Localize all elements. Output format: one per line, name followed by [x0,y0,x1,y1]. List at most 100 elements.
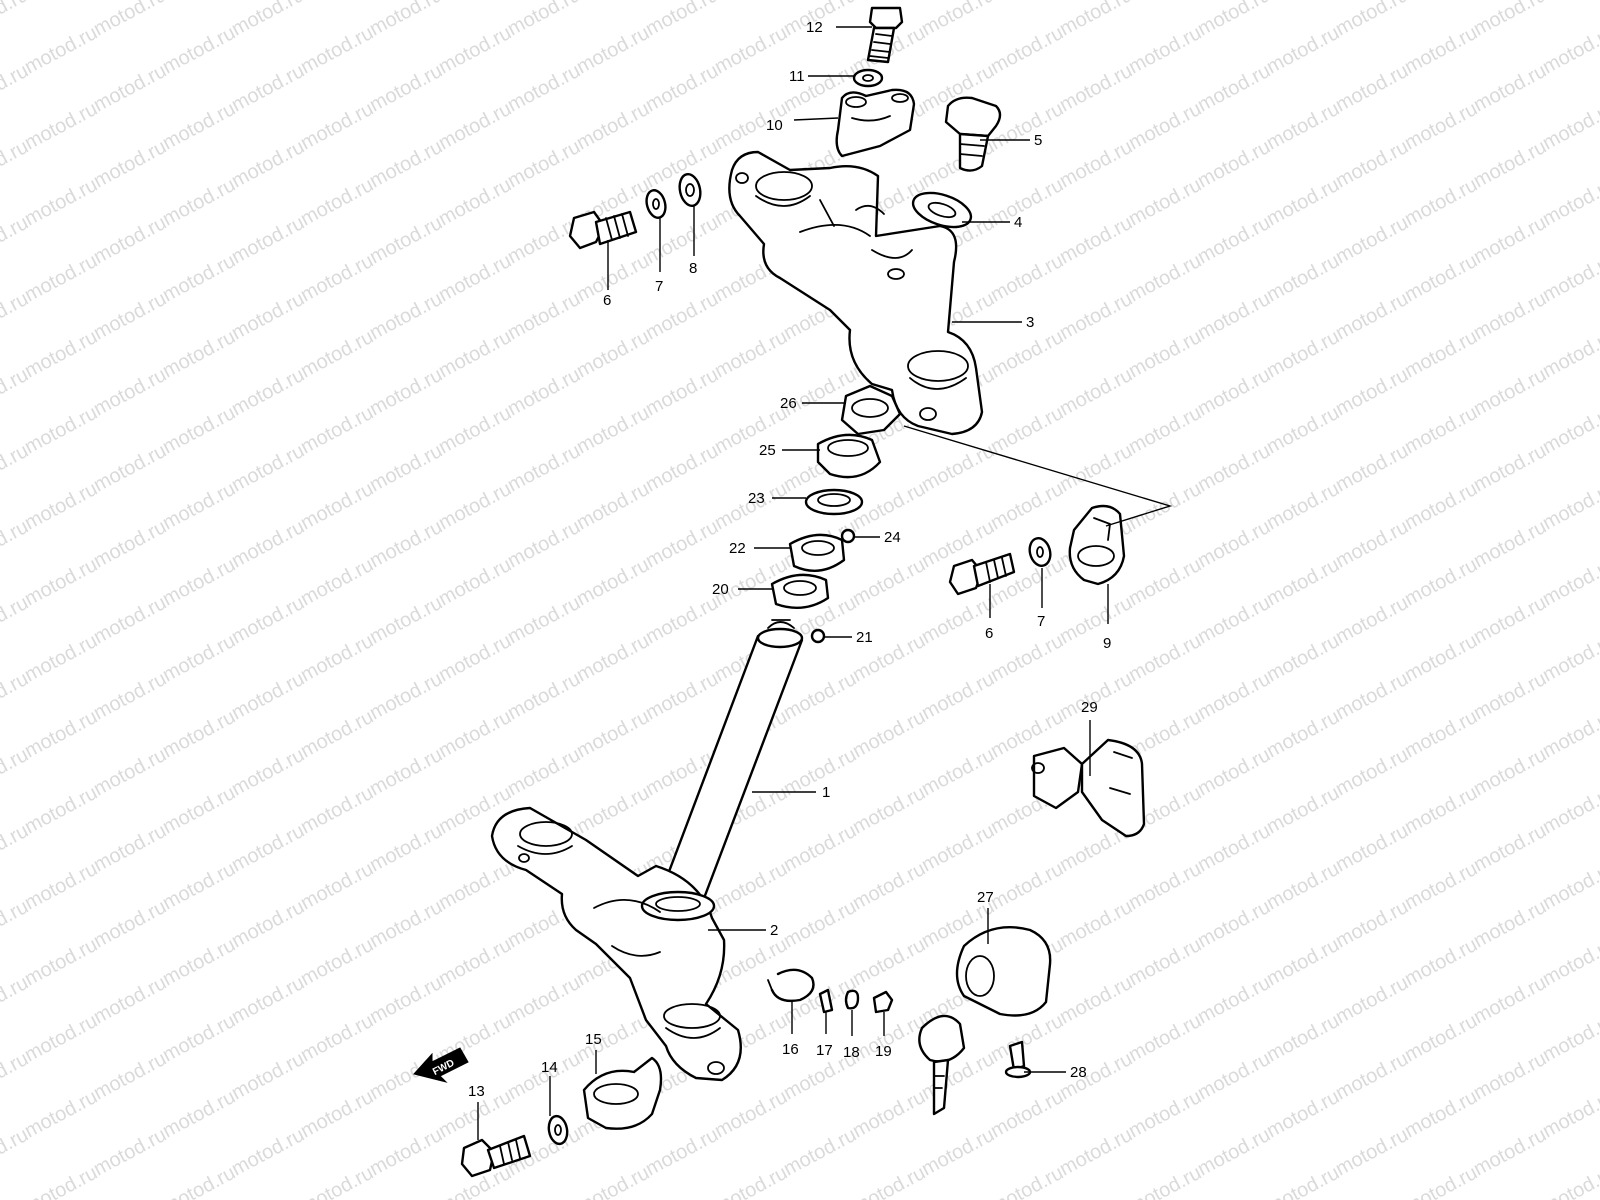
watermark-text: motod.ru [366,288,446,344]
watermark-text: motod.ru [1125,630,1205,686]
watermark-text: motod.ru [849,934,929,990]
callout-5: 5 [1034,132,1042,149]
callout-9: 9 [1103,635,1111,652]
watermark-text: motod.ru [228,744,308,800]
watermark-text: motod.ru [642,288,722,344]
watermark-text: motod.ru [1056,896,1136,952]
watermark-text: motod.ru [780,896,860,952]
watermark-text: motod.ru [573,250,653,306]
watermark-text: motod.ru [297,1086,377,1142]
watermark-text: motod.ru [849,1162,929,1200]
watermark-text: motod.ru [1125,1162,1205,1200]
watermark-text: motod.ru [159,478,239,534]
callout-26: 26 [780,395,797,412]
part-6-bolt-right [948,552,1016,596]
watermark-text: motod.ru [1539,174,1600,230]
callout-6-right: 6 [985,625,993,642]
watermark-text: motod.ru [366,136,446,192]
watermark-text: motod.ru [987,478,1067,534]
watermark-text: motod.ru [1539,630,1600,686]
callout-17: 17 [816,1042,833,1059]
watermark-text: motod.ru [642,364,722,420]
watermark-text: motod.ru [1125,0,1205,2]
watermark-text: motod.ru [987,630,1067,686]
watermark-text: motod.ru [366,516,446,572]
watermark-text: motod.ru [1056,972,1136,1028]
watermark-text: motod.ru [711,1086,791,1142]
watermark-text: motod.ru [1539,98,1600,154]
watermark-text: motod.ru [1539,554,1600,610]
callout-13: 13 [468,1083,485,1100]
watermark-text: motod.ru [1125,478,1205,534]
watermark-text: motod.ru [1470,820,1550,876]
watermark-text: motod.ru [90,820,170,876]
watermark-text: motod.ru [1470,516,1550,572]
watermark-text: motod.ru [918,1124,998,1180]
watermark-text: motod.ru [1332,288,1412,344]
watermark-text: motod.ru [159,1010,239,1066]
watermark-text: motod.ru [1401,858,1481,914]
watermark-text: motod.ru [228,60,308,116]
watermark-text: motod.ru [435,174,515,230]
watermark-text: motod.ru [1194,1048,1274,1104]
callout-19: 19 [875,1043,892,1060]
watermark-text: motod.ru [504,288,584,344]
part-19-screw [872,990,894,1014]
watermark-text: motod.ru [1470,364,1550,420]
watermark-text: motod.ru [21,1086,101,1142]
callout-23: 23 [748,490,765,507]
watermark-text: motod.ru [1194,0,1274,40]
watermark-text: motod.ru [228,212,308,268]
part-27-steering-lock [918,926,1052,1116]
watermark-text: motod.ru [1125,402,1205,458]
watermark-text: motod.ru [1539,782,1600,838]
watermark-text: motod.ru [918,0,998,40]
part-4-grommet [911,191,973,229]
watermark-text: motod.ru [21,174,101,230]
watermark-text: motod.ru [159,858,239,914]
part-9-clamp [1068,504,1126,586]
watermark-text: motod.ru [573,0,653,2]
watermark-text: motod.ru [1263,98,1343,154]
watermark-text: motod.ru [297,174,377,230]
watermark-text: motod.ru [1470,592,1550,648]
watermark-text: motod.ru [1263,478,1343,534]
watermark-text: motod.ru [1401,934,1481,990]
part-13-bolt [460,1134,532,1178]
watermark-text: motod.ru [711,22,791,78]
watermark-text: motod.ru [366,668,446,724]
watermark-text: motod.ru [435,934,515,990]
watermark-text: motod.ru [435,98,515,154]
watermark-text: motod.ru [159,782,239,838]
watermark-text: motod.ru [228,1124,308,1180]
watermark-text: motod.ru [1401,478,1481,534]
watermark-text: motod.ru [1194,592,1274,648]
watermark-text: motod.ru [297,478,377,534]
watermark-text: motod.ru [573,1162,653,1200]
watermark-text: motod.ru [1401,706,1481,762]
watermark-text: motod.ru [1194,136,1274,192]
part-20-race-lower [770,573,830,610]
watermark-text: motod.ru [159,1086,239,1142]
watermark-text: motod.ru [987,22,1067,78]
watermark-text: motod.ru [1263,174,1343,230]
watermark-text: motod.ru [1332,0,1412,40]
callouts: 12 11 10 5 4 3 6 7 8 26 25 23 24 [468,19,1111,1140]
part-23-race [804,488,864,516]
callout-8: 8 [689,260,697,277]
watermark-text: motod.ru [21,326,101,382]
watermark-text: motod.ru [573,554,653,610]
watermark-text: motod.ru [228,288,308,344]
watermark-text: motod.ru [1470,136,1550,192]
watermark-text: motod.ru [1263,934,1343,990]
callout-7-upper: 7 [655,278,663,295]
watermark-text: motod.ru [90,972,170,1028]
watermark-text: motod.ru [642,440,722,496]
watermark-text: motod.ru [1194,288,1274,344]
callout-28: 28 [1070,1064,1087,1081]
callout-15: 15 [585,1031,602,1048]
part-11-washer [852,68,884,88]
watermark-text: motod.ru [21,782,101,838]
watermark-text: motod.ru [159,630,239,686]
